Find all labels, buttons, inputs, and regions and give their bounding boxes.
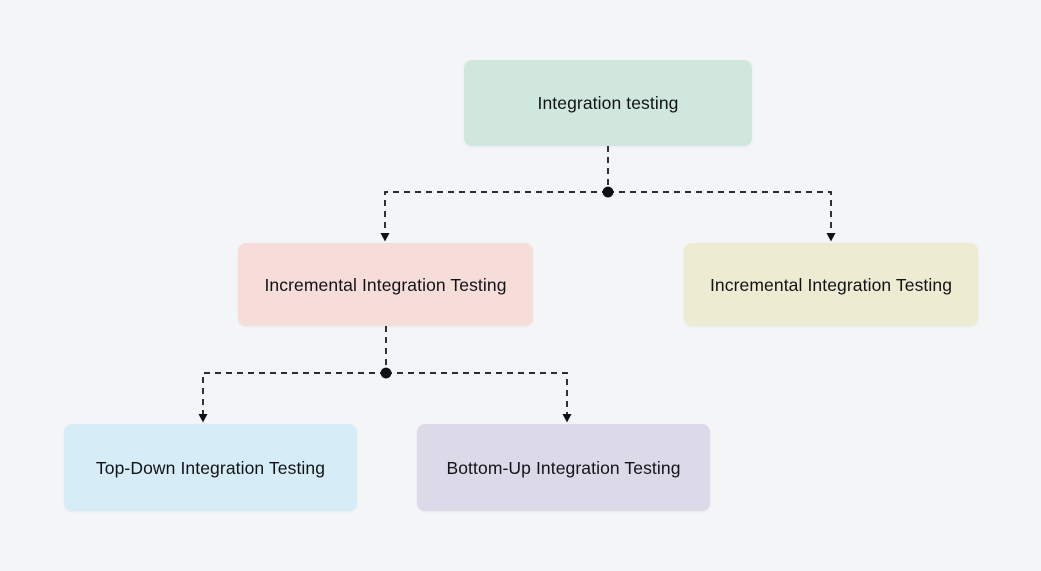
edge-junction-2-to-topdown xyxy=(202,372,386,415)
node-label: Bottom-Up Integration Testing xyxy=(446,457,681,478)
edge-junction-1-to-incr-right xyxy=(608,191,832,234)
node-top-down-integration-testing[interactable]: Top-Down Integration Testing xyxy=(64,424,357,511)
arrowhead-topdown xyxy=(198,414,208,423)
node-label: Incremental Integration Testing xyxy=(709,274,953,295)
node-bottom-up-integration-testing[interactable]: Bottom-Up Integration Testing xyxy=(417,424,710,511)
edge-junction-1-to-incr-left xyxy=(384,191,608,234)
node-label: Incremental Integration Testing xyxy=(264,274,507,295)
edge-junction-2-to-bottomup xyxy=(386,372,568,415)
junction-dot-1 xyxy=(602,186,614,198)
junction-dot-2 xyxy=(380,367,392,379)
arrowhead-incr-left xyxy=(380,233,390,242)
node-incremental-integration-testing-left[interactable]: Incremental Integration Testing xyxy=(238,243,533,326)
arrowhead-bottomup xyxy=(562,414,572,423)
node-label: Top-Down Integration Testing xyxy=(95,457,326,478)
node-incremental-integration-testing-right[interactable]: Incremental Integration Testing xyxy=(684,243,978,326)
node-label: Integration testing xyxy=(537,93,679,113)
node-integration-testing[interactable]: Integration testing xyxy=(464,60,752,146)
arrowhead-incr-right xyxy=(826,233,836,242)
